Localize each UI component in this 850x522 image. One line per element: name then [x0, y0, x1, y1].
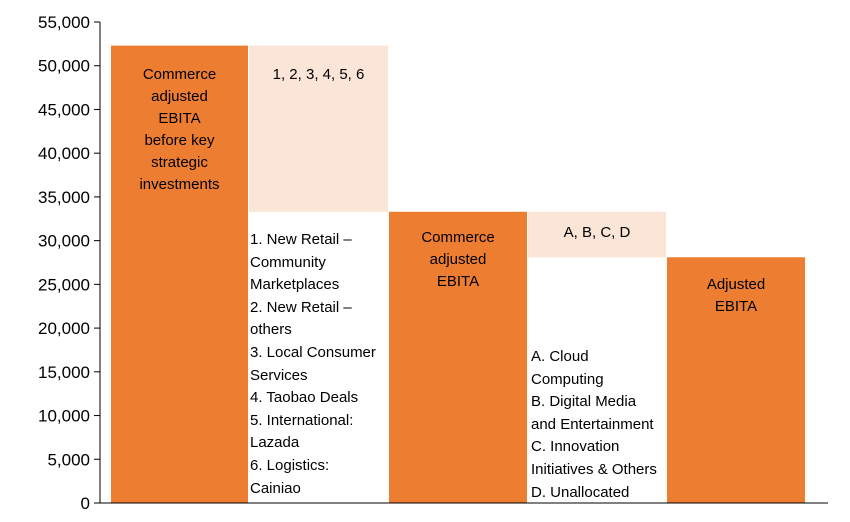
commerce-item-line: Lazada — [250, 434, 300, 452]
y-tick-label: 55,000 — [38, 13, 90, 32]
y-tick-label: 25,000 — [38, 275, 90, 294]
total-bar-5 — [667, 257, 805, 503]
step-bar-2-label: 1, 2, 3, 4, 5, 6 — [272, 66, 365, 83]
y-tick-label: 5,000 — [47, 450, 90, 469]
bar-1-label-line: strategic — [151, 154, 208, 171]
commerce-item-line: Community — [250, 253, 326, 271]
other-item-line: A. Cloud — [531, 348, 589, 365]
y-tick-label: 35,000 — [38, 188, 90, 207]
commerce-item-line: 6. Logistics: — [250, 456, 330, 474]
bar-1-label-line: adjusted — [151, 88, 208, 105]
y-tick-label: 10,000 — [38, 407, 90, 426]
step-bar-4 — [528, 211, 666, 258]
bar-3-label-line: Commerce — [421, 229, 495, 246]
commerce-item-line: 4. Taobao Deals — [250, 389, 359, 407]
y-tick-label: 15,000 — [38, 363, 90, 382]
other-item-line: D. Unallocated — [531, 483, 630, 501]
step-bar-4-label: A, B, C, D — [563, 224, 631, 241]
other-item-line: Computing — [531, 370, 604, 388]
commerce-item-line: others — [250, 321, 292, 339]
other-item-line: Initiatives & Others — [531, 460, 657, 478]
total-bar-3 — [389, 211, 527, 503]
other-item-line: C. Innovation — [531, 438, 620, 456]
y-tick-label: 0 — [81, 494, 90, 513]
bar-3-label-line: adjusted — [429, 251, 487, 268]
commerce-item-line: 3. Local Consumer — [250, 343, 376, 361]
other-item-line: B. Digital Media — [531, 393, 637, 411]
total-bar-1 — [111, 45, 248, 503]
y-tick-label: 50,000 — [38, 57, 90, 76]
bar-5-label-line: EBITA — [714, 298, 758, 315]
commerce-item-line: 2. New Retail – — [250, 298, 352, 316]
commerce-item-line: Cainiao — [250, 479, 301, 497]
y-tick-label: 45,000 — [38, 100, 90, 119]
step-bar-2 — [249, 45, 388, 212]
bar-1-label-line: before key — [144, 132, 215, 149]
y-tick-label: 40,000 — [38, 144, 90, 163]
bar-1-label-line: EBITA — [158, 110, 201, 127]
other-item-line: and Entertainment — [531, 415, 654, 433]
bar-1-label-line: investments — [139, 176, 220, 193]
bar-5-label-line: Adjusted — [706, 276, 766, 293]
bar-1-label-line: Commerce — [142, 66, 217, 83]
commerce-item-line: Services — [250, 366, 308, 384]
commerce-item-line: Marketplaces — [250, 276, 340, 294]
commerce-item-line: 1. New Retail – — [250, 231, 352, 248]
commerce-item-line: 5. International: — [250, 411, 354, 429]
y-tick-label: 30,000 — [38, 232, 90, 251]
bars-group — [111, 45, 805, 503]
axes-group: 0 5,000 10,000 15,000 20,000 25,000 30,000 35,0… — [38, 13, 828, 513]
y-tick-label: 20,000 — [38, 319, 90, 338]
bar-3-label-line: EBITA — [436, 273, 480, 290]
